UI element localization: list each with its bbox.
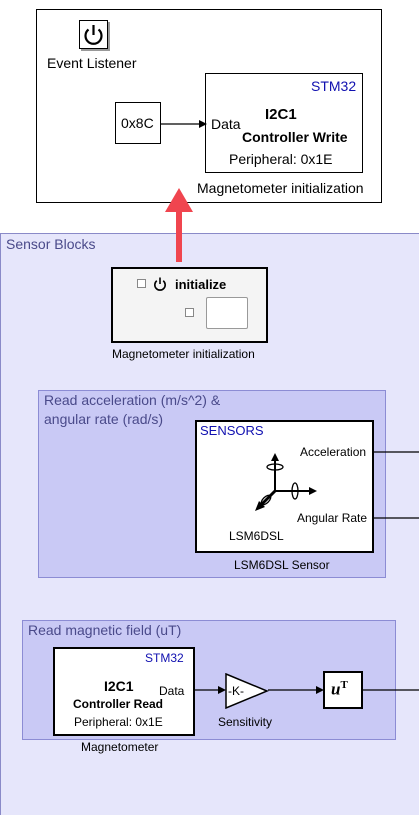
read-caption: Magnetometer [81, 740, 159, 754]
transpose-base: u [331, 679, 341, 699]
constant-block[interactable] [115, 102, 161, 144]
accel-group-title-line2: angular rate (rad/s) [44, 411, 164, 427]
sensor-caption: LSM6DSL Sensor [234, 558, 330, 572]
power-icon [84, 25, 103, 45]
i2c-read-block[interactable] [53, 647, 195, 736]
initialize-caption: Magnetometer initialization [112, 347, 255, 361]
accel-group-title-line1: Read acceleration (m/s^2) & [44, 392, 221, 408]
sensor-model-label: LSM6DSL [229, 529, 284, 543]
event-listener-label: Event Listener [47, 55, 137, 71]
imu-axes-icon [255, 453, 317, 511]
write-subtitle: Controller Write [242, 129, 348, 145]
read-peripheral: Peripheral: 0x1E [74, 715, 163, 729]
angular-rate-port-label: Angular Rate [297, 511, 368, 525]
mag-group-title: Read magnetic field (uT) [28, 622, 182, 638]
lsm6dsl-sensor-block[interactable] [195, 420, 374, 553]
transpose-superscript: T [340, 679, 348, 691]
read-vendor-label: STM32 [145, 651, 184, 665]
transpose-block[interactable] [323, 671, 363, 709]
acceleration-port-label: Acceleration [300, 445, 367, 459]
gain-label: -K- [228, 684, 244, 698]
read-subtitle: Controller Read [73, 697, 164, 711]
read-title: I2C1 [104, 678, 134, 694]
write-title: I2C1 [265, 106, 297, 123]
init-subsystem-caption: Magnetometer initialization [197, 180, 364, 196]
write-vendor-label: STM32 [311, 78, 357, 94]
gain-caption: Sensitivity [218, 715, 273, 729]
write-peripheral: Peripheral: 0x1E [229, 151, 333, 167]
sensitivity-gain-block[interactable] [225, 673, 269, 709]
sensor-vendor-label: SENSORS [200, 423, 264, 438]
subsystem-thumbnail-icon [206, 297, 248, 329]
initialize-label: initialize [175, 277, 227, 292]
power-icon [154, 277, 166, 291]
thumbnail-port-icon [185, 308, 194, 317]
write-port-label: Data [211, 116, 241, 132]
trigger-port-icon [137, 279, 146, 288]
sensor-area-title: Sensor Blocks [6, 236, 96, 252]
read-port-label: Data [159, 684, 185, 698]
constant-value: 0x8C [121, 115, 154, 131]
transpose-label: uT [331, 680, 348, 698]
event-listener-block[interactable] [79, 20, 108, 49]
